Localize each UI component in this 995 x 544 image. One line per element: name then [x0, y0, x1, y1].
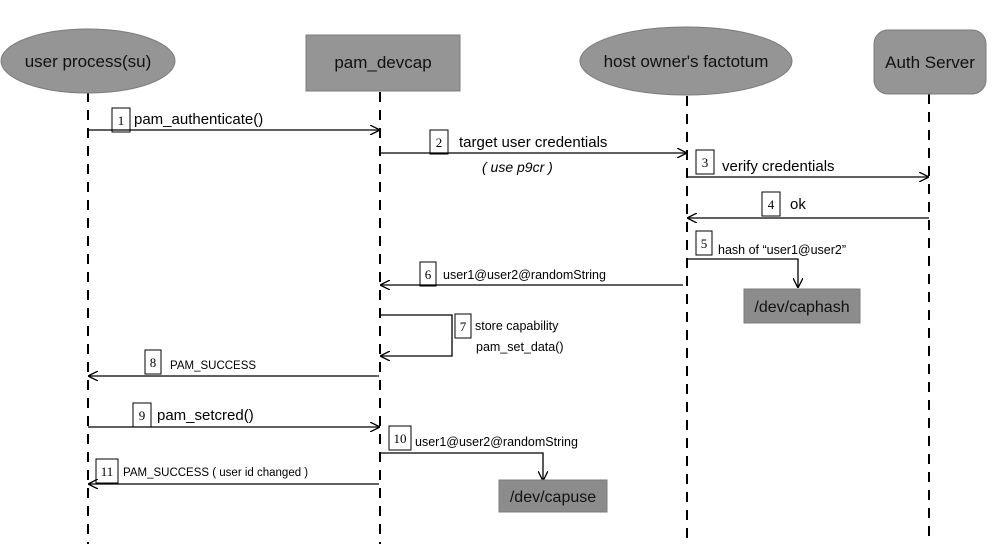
step-number-box	[111, 107, 131, 133]
message-label: PAM_SUCCESS ( user id changed )	[123, 467, 308, 479]
message-label: target user credentials	[459, 134, 607, 151]
message-label: store capability	[475, 319, 559, 333]
message-label: user1@user2@randomString	[443, 268, 606, 282]
message-11: 11 PAM_SUCCESS ( user id changed )	[89, 458, 379, 484]
step-number-box	[144, 349, 162, 375]
actor-auth-server-label: Auth Server	[885, 53, 975, 72]
message-10: 10 user1@user2@randomString	[380, 425, 578, 480]
actor-factotum: host owner's factotum	[579, 26, 793, 96]
device-capuse: /dev/capuse	[498, 479, 608, 513]
actor-auth-server-shape	[873, 29, 987, 95]
device-capuse-label: /dev/capuse	[510, 489, 596, 506]
step-number-box	[429, 129, 449, 155]
actor-factotum-shape	[579, 26, 793, 96]
message-6: 6 user1@user2@randomString	[381, 261, 683, 287]
message-label: pam_setcred()	[157, 407, 254, 424]
actor-user-process-label: user process(su)	[25, 52, 152, 71]
step-number: 4	[768, 197, 775, 212]
actor-pam-devcap: pam_devcap	[305, 34, 461, 92]
step-number: 8	[150, 355, 157, 370]
step-number: 7	[460, 319, 467, 334]
message-label: pam_authenticate()	[134, 111, 263, 128]
device-caphash-label: /dev/caphash	[754, 299, 849, 316]
lifelines	[87, 92, 930, 544]
step-number: 3	[702, 155, 709, 170]
actor-auth-server: Auth Server	[873, 29, 987, 95]
message-label: ok	[790, 196, 806, 213]
step-number-box	[695, 230, 713, 256]
message-label: user1@user2@randomString	[415, 435, 578, 449]
message-label-2: pam_set_data()	[476, 340, 564, 354]
message-4: 4 ok	[688, 191, 929, 218]
message-9: 9 pam_setcred()	[88, 402, 379, 427]
message-2: 2 target user credentials ( use p9cr )	[380, 129, 686, 175]
device-caphash-shape	[743, 288, 861, 324]
message-8: 8 PAM_SUCCESS	[89, 349, 379, 376]
step-number-box	[388, 425, 412, 451]
actor-factotum-label: host owner's factotum	[604, 52, 769, 71]
message-label: PAM_SUCCESS	[170, 360, 256, 372]
step-number-box	[95, 458, 119, 484]
step-number: 9	[139, 408, 146, 423]
device-caphash: /dev/caphash	[743, 288, 861, 324]
message-7: 7 store capability pam_set_data()	[380, 313, 564, 356]
message-3: 3 verify credentials	[687, 149, 928, 177]
step-number-box	[419, 261, 437, 287]
step-number: 5	[701, 236, 708, 251]
actor-user-process: user process(su)	[0, 28, 176, 94]
message-1: 1 pam_authenticate()	[88, 107, 379, 133]
message-label: verify credentials	[722, 158, 835, 175]
message-arrow	[687, 258, 798, 287]
step-number-box	[761, 191, 781, 217]
actor-user-process-shape	[0, 28, 176, 94]
actor-pam-devcap-shape	[305, 34, 461, 92]
message-label: hash of “user1@user2”	[718, 243, 846, 257]
step-number-box	[695, 149, 715, 175]
message-note: ( use p9cr )	[482, 159, 553, 175]
device-capuse-shape	[498, 479, 608, 513]
step-number: 11	[101, 464, 114, 479]
message-5: 5 hash of “user1@user2”	[687, 230, 846, 287]
step-number: 6	[425, 267, 432, 282]
message-arrow	[380, 452, 543, 480]
message-arrow	[380, 314, 453, 356]
actor-pam-devcap-label: pam_devcap	[334, 53, 431, 72]
step-number: 1	[118, 113, 125, 128]
step-number: 10	[394, 431, 407, 446]
step-number-box	[454, 313, 472, 339]
step-number: 2	[436, 135, 443, 150]
